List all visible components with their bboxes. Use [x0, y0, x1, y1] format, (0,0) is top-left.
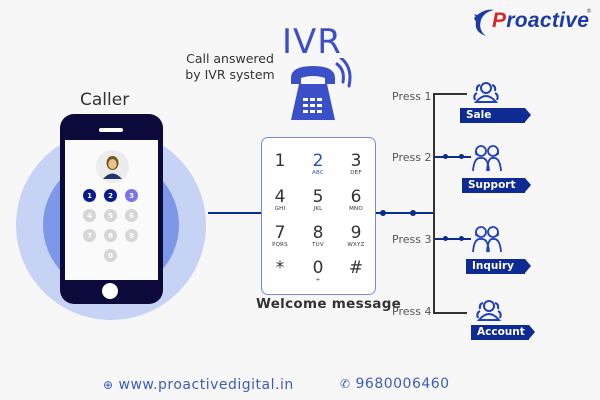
keypad-key-0[interactable]: 0+: [312, 258, 324, 283]
dial-key[interactable]: 9: [125, 229, 138, 242]
dial-key[interactable]: 7: [83, 229, 96, 242]
footer-website[interactable]: ⊕ www.proactivedigital.in: [103, 377, 294, 393]
welcome-message-label: Welcome message: [256, 296, 402, 312]
connector-dot: [443, 236, 448, 241]
branch-line-4: [433, 312, 467, 314]
connector-dot: [410, 210, 416, 216]
ivr-caption-line1: Call answered: [186, 51, 274, 66]
group-icon: [473, 82, 499, 103]
dial-key[interactable]: 5: [104, 209, 117, 222]
department-tag-account[interactable]: Account: [471, 325, 535, 340]
connector-dot: [459, 154, 464, 159]
dial-key[interactable]: 6: [125, 209, 138, 222]
phone-icon: ✆: [340, 377, 351, 391]
press-label-2: Press 2: [392, 151, 432, 164]
logo-swoosh-icon: [474, 9, 494, 36]
ivr-title: IVR: [282, 22, 342, 62]
website-link[interactable]: www.proactivedigital.in: [118, 377, 294, 393]
connector-dot: [459, 236, 464, 241]
registered-mark: ®: [586, 8, 592, 15]
logo-text: Proactive: [492, 9, 590, 32]
footer-phone[interactable]: ✆ 9680006460: [340, 376, 450, 392]
press-label-1: Press 1: [392, 90, 432, 103]
branch-line-3: [435, 238, 471, 240]
menu-trunk-line: [433, 93, 435, 314]
branch-line-2: [435, 156, 471, 158]
ivr-caption: Call answered by IVR system: [160, 51, 300, 83]
connector-caller-ivr: [208, 212, 262, 214]
caller-label: Caller: [80, 90, 130, 110]
department-tag-support[interactable]: Support: [462, 178, 531, 193]
dial-key[interactable]: 2: [104, 189, 117, 202]
press-label-4: Press 4: [392, 305, 432, 318]
dial-key[interactable]: 8: [104, 229, 117, 242]
globe-icon: ⊕: [103, 378, 114, 392]
dial-key[interactable]: 0: [104, 249, 117, 262]
avatar: [96, 150, 129, 183]
user-avatar-icon: [103, 156, 122, 179]
phone-home-button[interactable]: [102, 283, 118, 299]
phone-speaker: [99, 128, 123, 132]
connector-dot: [380, 210, 386, 216]
keypad-key-hash[interactable]: #: [348, 258, 364, 278]
headset-agents-icon: [472, 226, 502, 253]
keypad-key-1[interactable]: 1: [274, 151, 286, 171]
connector-dot: [443, 154, 448, 159]
telephone-icon: [291, 58, 352, 120]
dial-key[interactable]: 3: [125, 189, 138, 202]
phone-number[interactable]: 9680006460: [355, 376, 450, 392]
group-icon: [476, 300, 502, 321]
headset-agents-icon: [472, 145, 502, 172]
branch-line-1: [433, 93, 467, 95]
ivr-caption-line2: by IVR system: [185, 67, 275, 82]
dial-key[interactable]: 1: [83, 189, 96, 202]
department-tag-sale[interactable]: Sale: [460, 108, 531, 123]
press-label-3: Press 3: [392, 233, 432, 246]
department-tag-inquiry[interactable]: Inquiry: [466, 259, 531, 274]
keypad-key-star[interactable]: *: [275, 258, 285, 278]
connector-ivr-menu: [376, 212, 434, 214]
dial-key[interactable]: 4: [83, 209, 96, 222]
brand-logo: [470, 6, 595, 40]
caller-dialpad: 1 2 3 4 5 6 7 8 9 0: [83, 189, 143, 269]
